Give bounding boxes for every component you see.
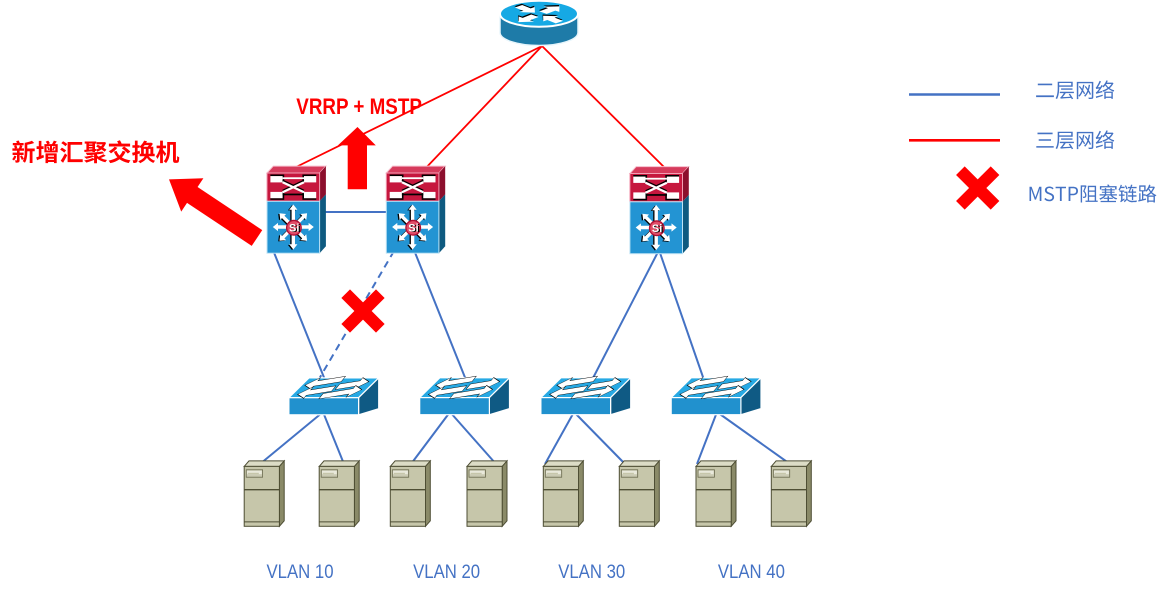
svg-text:VLAN 40: VLAN 40 [718, 562, 785, 583]
svg-text:VLAN 10: VLAN 10 [267, 562, 334, 583]
svg-text:VRRP + MSTP: VRRP + MSTP [296, 94, 422, 119]
svg-text:VLAN 20: VLAN 20 [413, 562, 480, 583]
svg-text:VLAN 30: VLAN 30 [558, 562, 625, 583]
